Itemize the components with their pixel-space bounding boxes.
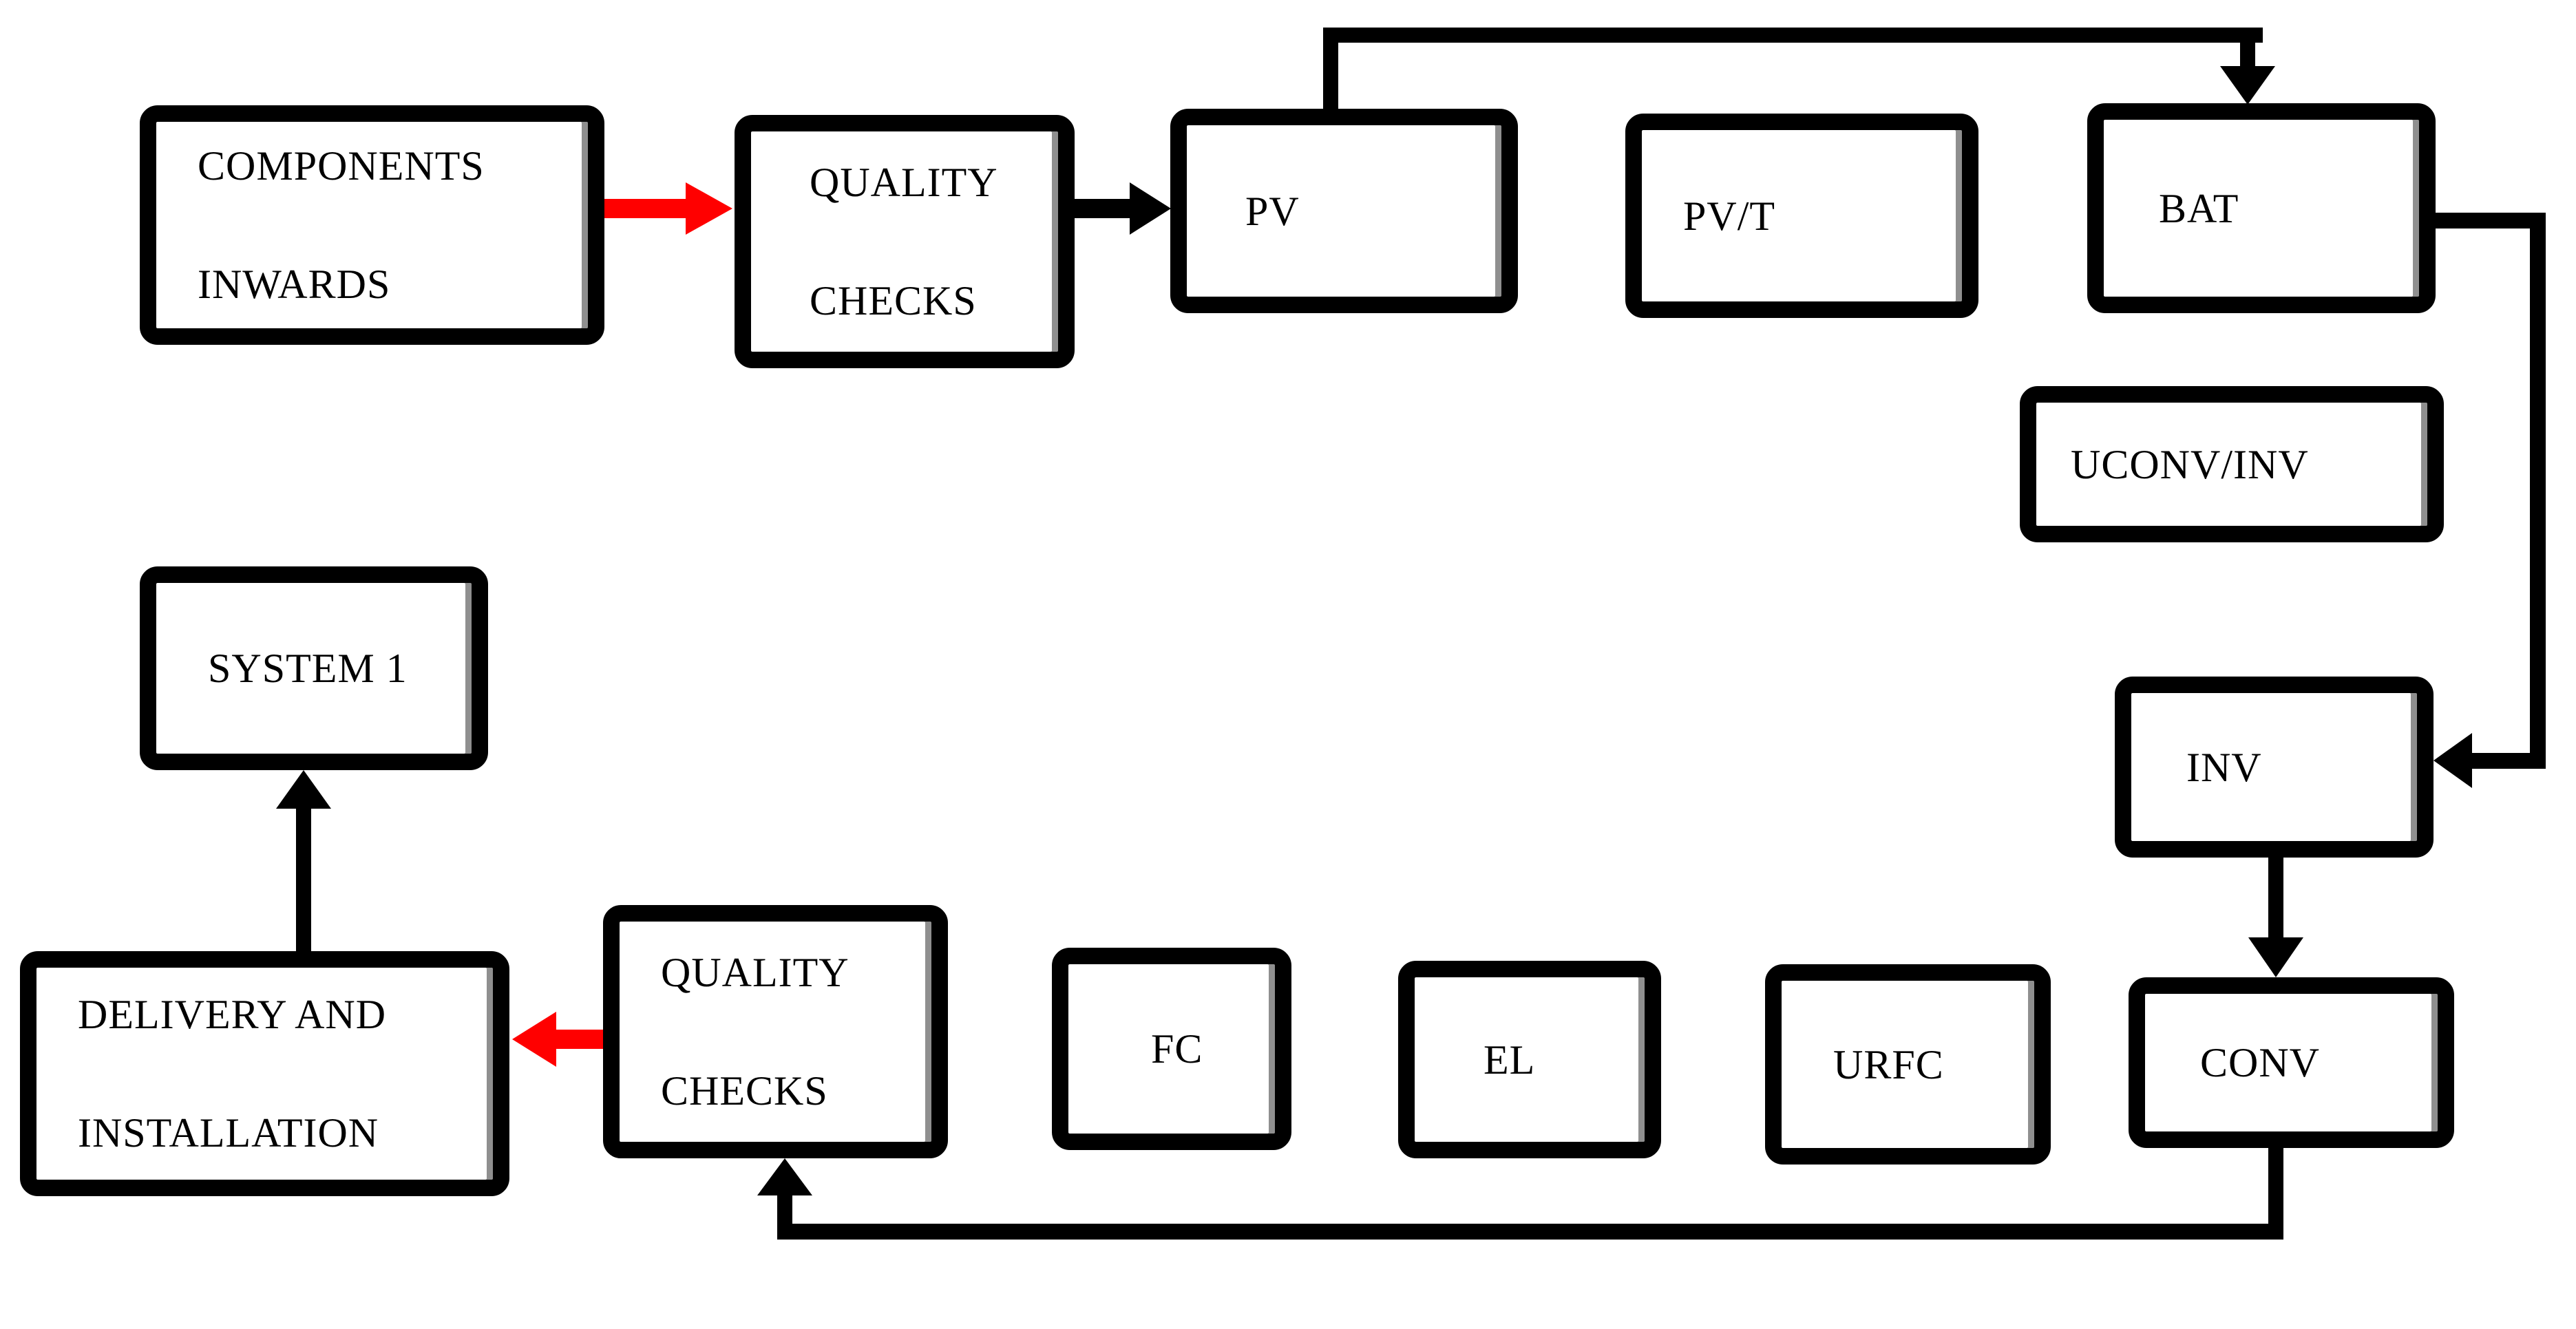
node-pv: PV [1170,109,1518,313]
edge-conv-to-quality-segment [777,1194,792,1240]
node-label: URFC [1833,1041,1944,1087]
node-el: EL [1398,961,1661,1158]
node-conv: CONV [2129,977,2454,1148]
edge-pv-to-bat-segment [1323,28,2263,43]
node-label: QUALITY [810,160,998,205]
node-label: PV [1245,188,1300,234]
edge-inv-to-conv-segment [2268,858,2283,939]
edge-quality-to-delivery-shaft [555,1030,603,1049]
node-label: INWARDS [198,262,391,307]
node-label: DELIVERY AND [78,992,387,1037]
node-label: CHECKS [661,1068,828,1114]
node-label: FC [1151,1026,1203,1072]
edge-inv-to-conv-arrowhead [2248,937,2303,977]
node-delivery-and-installation: DELIVERY AND INSTALLATION [20,951,509,1196]
node-label: COMPONENTS [198,143,485,189]
edge-bat-to-inv-segment [2530,213,2546,769]
node-inv: INV [2115,677,2434,858]
edge-conv-to-quality-arrowhead [757,1158,812,1195]
node-label: PV/T [1683,193,1776,239]
node-label: UCONV/INV [2071,441,2309,487]
node-fc: FC [1052,948,1291,1150]
node-label: INSTALLATION [78,1110,379,1156]
edge-quality-to-pv-shaft [1075,199,1131,218]
edge-conv-to-quality-segment [2268,1148,2283,1240]
node-label: CONV [2200,1040,2321,1085]
node-bat: BAT [2087,103,2436,313]
node-system-1: SYSTEM 1 [140,566,488,770]
edge-bat-to-inv-segment [2468,753,2537,769]
edge-pv-to-bat-segment [2240,43,2255,69]
edge-quality-to-pv-arrowhead [1130,182,1171,235]
edge-delivery-to-system-arrowhead [276,770,331,809]
node-uconv-inv: UCONV/INV [2020,386,2444,542]
node-label: CHECKS [810,278,977,323]
edge-pv-to-bat-arrowhead [2220,66,2275,105]
edge-bat-to-inv-arrowhead [2434,733,2472,788]
node-quality-checks-bottom: QUALITY CHECKS [603,905,948,1158]
edge-pv-to-bat-segment [1323,28,1338,110]
node-label: QUALITY [661,950,849,995]
node-components-inwards: COMPONENTS INWARDS [140,105,604,345]
edge-quality-to-delivery-arrowhead [512,1012,556,1067]
node-pv-t: PV/T [1625,114,1978,318]
node-quality-checks-top: QUALITY CHECKS [735,115,1075,368]
node-label: INV [2186,744,2262,790]
edge-bat-to-inv-segment [2436,213,2546,228]
node-label: EL [1484,1036,1536,1083]
edge-components-to-quality-arrowhead [686,182,732,235]
node-urfc: URFC [1765,964,2051,1165]
edge-delivery-to-system-segment [296,807,311,951]
node-label: BAT [2159,185,2239,231]
edge-conv-to-quality-segment [777,1224,2283,1240]
node-label: SYSTEM 1 [208,646,408,691]
edge-components-to-quality-shaft [604,199,687,218]
